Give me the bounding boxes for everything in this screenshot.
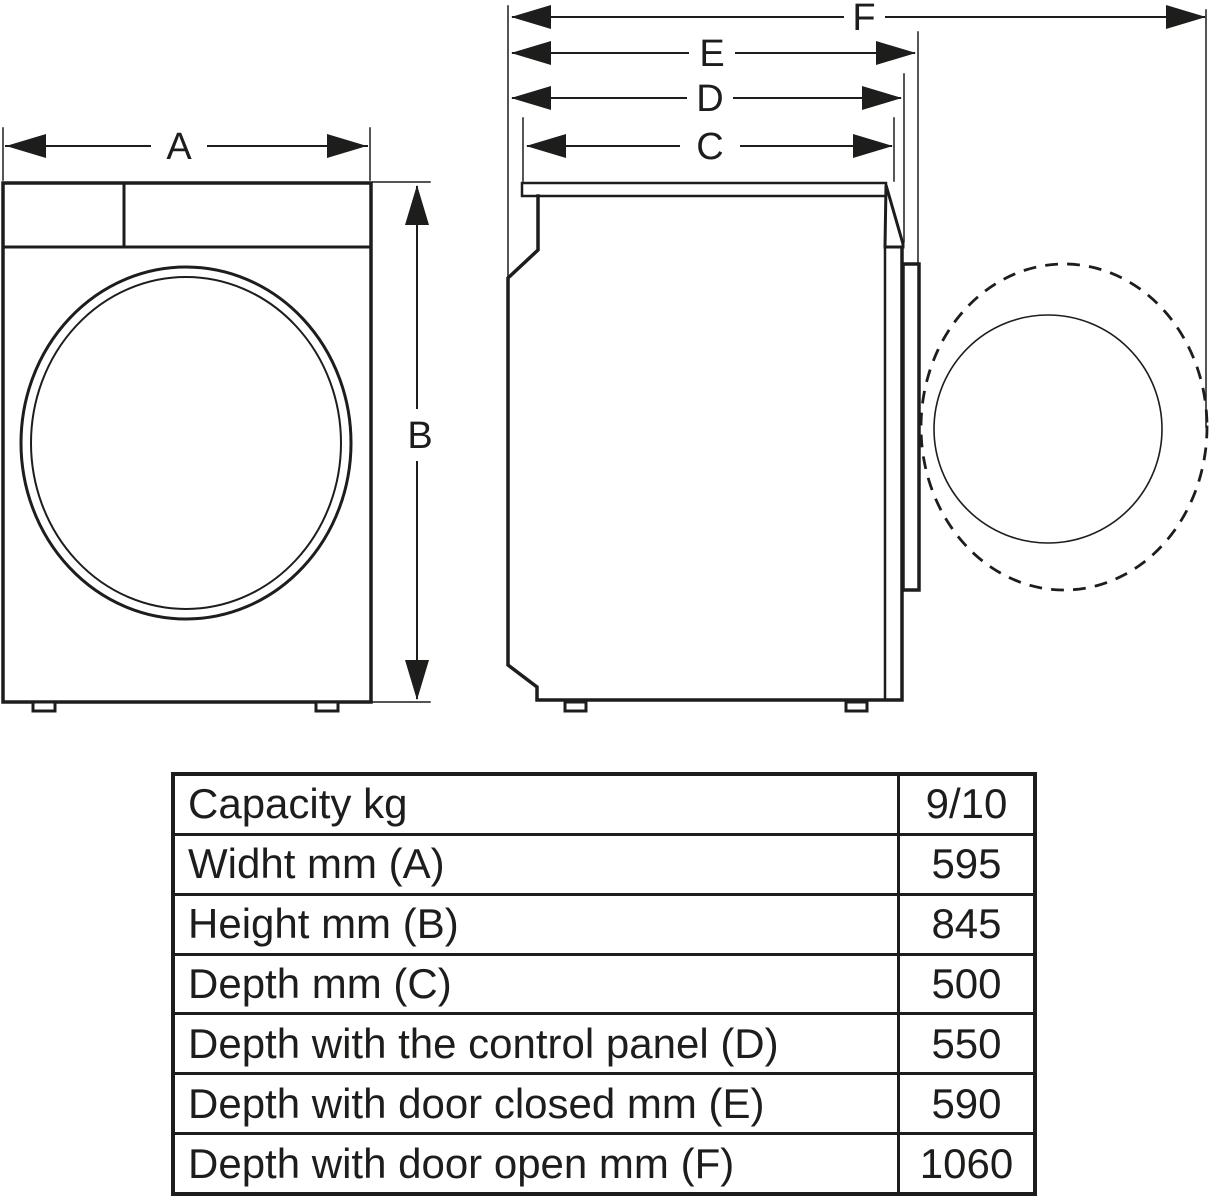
dim-label-a: A (166, 126, 192, 168)
front-right-foot (314, 700, 340, 713)
dim-e-arrow-right (876, 41, 916, 65)
spec-value: 590 (897, 1075, 1033, 1133)
table-row: Depth with door open mm (F) 1060 (175, 1132, 1033, 1193)
dim-f-arrow-right (1166, 5, 1206, 29)
spec-value: 9/10 (897, 776, 1033, 833)
spec-value: 595 (897, 835, 1033, 893)
side-top-lid (520, 181, 888, 198)
side-cabinet-outline (506, 194, 904, 702)
dim-b-arrow-down (405, 660, 429, 700)
extension-lines (2, 5, 1207, 703)
dim-f-arrow-left (511, 5, 551, 29)
dim-label-e: E (699, 33, 724, 75)
side-view (506, 181, 1209, 713)
side-right-foot (844, 700, 869, 713)
spec-label: Depth mm (C) (188, 960, 452, 1007)
dimension-d: D (511, 78, 902, 120)
front-cabinet-outline (1, 181, 373, 704)
spec-value: 1060 (897, 1135, 1033, 1193)
door-open-swing-dashed-circle (919, 262, 1209, 592)
spec-label: Depth with door closed mm (E) (188, 1079, 765, 1127)
dim-a-arrow-right (327, 134, 367, 158)
spec-label: Height mm (B) (188, 900, 459, 948)
spec-label: Widht mm (A) (188, 840, 445, 888)
dim-label-f: F (852, 0, 875, 39)
front-door-outer-ring (19, 265, 353, 621)
spec-label: Depth with the control panel (D) (188, 1019, 779, 1067)
front-left-foot (31, 700, 57, 713)
dim-label-d: D (696, 78, 723, 120)
dimension-e: E (511, 33, 916, 75)
spec-label: Depth with door open mm (F) (188, 1139, 735, 1187)
table-row: Depth with door closed mm (E) 590 (175, 1072, 1033, 1133)
front-view (1, 181, 373, 713)
dim-b-arrow-up (405, 185, 429, 225)
dim-c-arrow-left (526, 134, 566, 158)
dim-d-arrow-right (862, 86, 902, 110)
dimension-b: B (405, 185, 433, 700)
table-row: Widht mm (A) 595 (175, 832, 1033, 893)
dim-d-arrow-left (511, 86, 551, 110)
spec-table: Capacity kg 9/10 Widht mm (A) 595 Height… (171, 772, 1037, 1196)
front-door-inner-ring (30, 276, 342, 610)
table-row: Depth mm (C) 500 (175, 952, 1033, 1013)
spec-value: 550 (897, 1015, 1033, 1073)
side-door-closed (901, 262, 921, 592)
table-row: Capacity kg 9/10 (175, 776, 1033, 833)
dim-e-arrow-left (511, 41, 551, 65)
side-control-panel (883, 184, 905, 249)
spec-label: Capacity kg (188, 780, 408, 828)
dimension-f: F (511, 0, 1206, 39)
dim-a-arrow-left (6, 134, 46, 158)
dim-label-c: C (696, 126, 723, 168)
door-open-glass-circle (933, 314, 1163, 544)
dimension-c: C (526, 126, 893, 168)
dim-label-b: B (407, 415, 432, 457)
dimension-a: A (5, 126, 368, 168)
table-row: Height mm (B) 845 (175, 892, 1033, 953)
table-row: Depth with the control panel (D) 550 (175, 1012, 1033, 1073)
dim-c-arrow-right (853, 134, 893, 158)
side-left-foot (563, 700, 588, 713)
spec-value: 500 (897, 955, 1033, 1013)
spec-value: 845 (897, 895, 1033, 953)
